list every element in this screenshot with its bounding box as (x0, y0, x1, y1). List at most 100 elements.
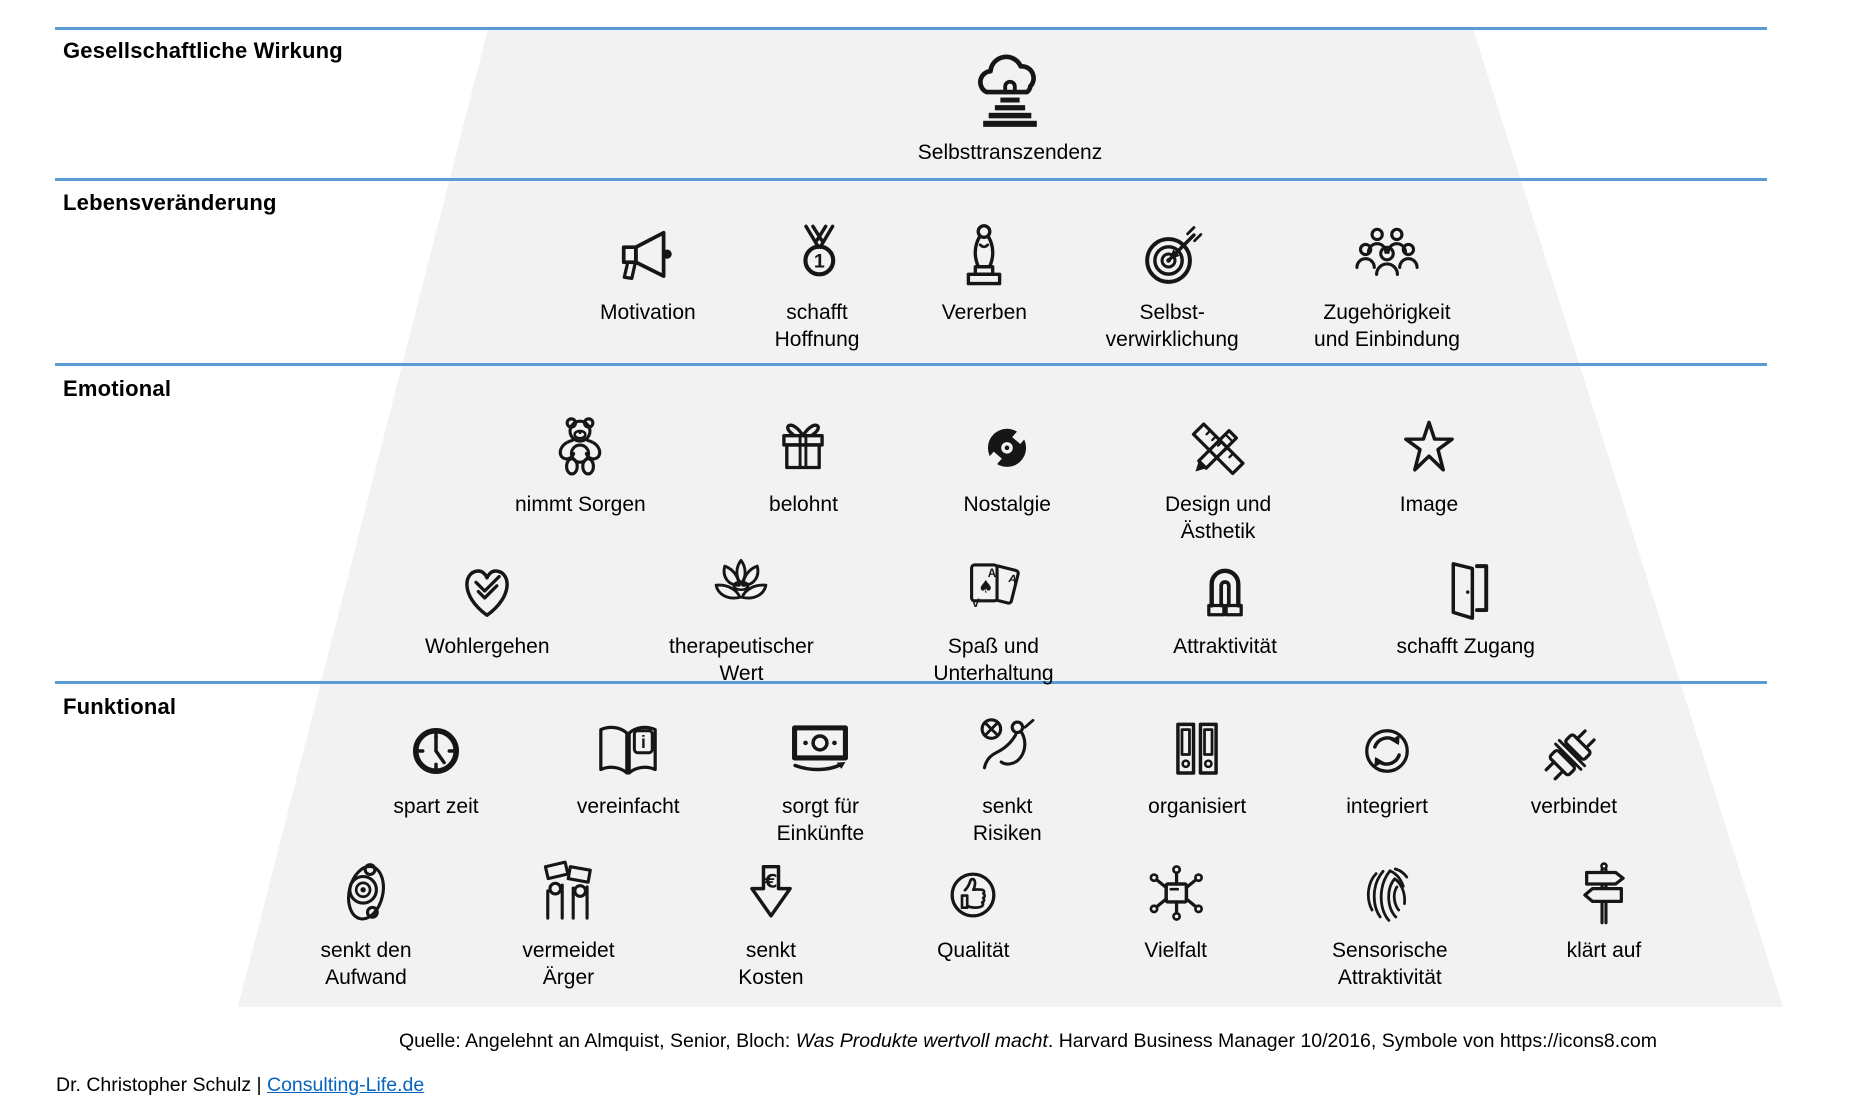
source-work-title: Was Produkte wertvoll macht (795, 1030, 1048, 1052)
icon-box (329, 844, 403, 932)
value-label: Nostalgie (963, 493, 1051, 516)
level-3-row-1: nimmt Sorgen belohnt Nostalgie Design und Ä… (515, 398, 1475, 546)
icon-box (734, 844, 808, 932)
value-label: Image (1399, 493, 1459, 516)
target-arrow-item: Selbst- verwirklichung (1106, 206, 1239, 354)
section-divider (55, 363, 1767, 366)
plug-icon (1537, 714, 1611, 788)
lotus-icon (704, 554, 778, 628)
signpost-item: klärt auf (1558, 844, 1650, 964)
book-info-icon (591, 714, 665, 788)
icon-box (1139, 844, 1213, 932)
network-hub-icon (1139, 858, 1213, 932)
icon-box (543, 398, 617, 486)
heart-check-item: Wohlergehen (425, 540, 550, 660)
icon-box (1135, 206, 1209, 294)
clock-icon (399, 714, 473, 788)
icon-box (591, 700, 665, 788)
teddy-bear-item: nimmt Sorgen (515, 398, 646, 518)
value-label: Vielfalt (1144, 939, 1207, 962)
binders-item: organisiert (1148, 700, 1246, 820)
lotus-item: therapeutischer Wert (669, 540, 814, 688)
cloud-stairs-icon (966, 46, 1054, 134)
value-label: senkt Risiken (972, 795, 1042, 846)
section-label-funktional: Funktional (63, 694, 177, 719)
value-label: Vererben (941, 301, 1027, 324)
playing-cards-icon (956, 554, 1030, 628)
icon-box (704, 540, 778, 628)
section-label-gesellschaftliche-wirkung: Gesellschaftliche Wirkung (63, 38, 343, 63)
source-line: Quelle: Angelehnt an Almquist, Senior, B… (180, 1030, 1876, 1053)
airbag-icon (970, 714, 1044, 788)
value-label: vereinfacht (576, 795, 680, 818)
value-label: Design und Ästhetik (1164, 493, 1272, 544)
value-label: therapeutischer Wert (669, 635, 814, 686)
icon-box (966, 46, 1054, 134)
medal-icon (780, 220, 854, 294)
value-label: Qualität (937, 939, 1010, 962)
book-info-item: vereinfacht (577, 700, 680, 820)
value-label: Wohlergehen (425, 635, 550, 658)
banknote-icon (783, 714, 857, 788)
euro-down-arrow-icon (734, 858, 808, 932)
thumbs-up-icon (936, 858, 1010, 932)
clock-item: spart zeit (390, 700, 482, 820)
icon-box (531, 844, 605, 932)
value-label: Sensorische Attraktivität (1332, 939, 1448, 990)
icon-box (1567, 844, 1641, 932)
teddy-bear-icon (543, 412, 617, 486)
ruler-pencil-item: Design und Ästhetik (1165, 398, 1271, 546)
footer-separator: | (256, 1074, 262, 1096)
statuette-icon (947, 220, 1021, 294)
footer: Dr. Christopher Schulz | Consulting-Life… (56, 1074, 424, 1097)
icon-box (783, 700, 857, 788)
star-item: Image (1383, 398, 1475, 518)
icon-box (1181, 398, 1255, 486)
vinyl-record-icon (970, 412, 1044, 486)
signpost-icon (1567, 858, 1641, 932)
airbag-item: senkt Risiken (961, 700, 1053, 848)
open-door-item: schafft Zugang (1396, 540, 1535, 660)
section-label-emotional: Emotional (63, 376, 172, 401)
value-label: organisiert (1148, 795, 1247, 818)
value-label: Spaß und Unterhaltung (933, 635, 1054, 686)
icon-box (956, 540, 1030, 628)
sync-item: integriert (1341, 700, 1433, 820)
thumbs-up-item: Qualität (927, 844, 1019, 964)
level-1-row: Selbsttranszendenz (850, 46, 1170, 166)
section-divider (55, 27, 1767, 30)
footer-author: Dr. Christopher Schulz (56, 1074, 252, 1096)
icon-box (936, 844, 1010, 932)
icon-box (1160, 700, 1234, 788)
icon-box (970, 398, 1044, 486)
source-prefix: Quelle: Angelehnt an Almquist, Senior, B… (398, 1030, 796, 1052)
icon-box (1537, 700, 1611, 788)
cloud-stairs-item: Selbsttranszendenz (918, 46, 1102, 166)
value-label: belohnt (769, 493, 838, 516)
icon-box (1188, 540, 1262, 628)
playing-cards-item: Spaß und Unterhaltung (933, 540, 1054, 688)
statuette-item: Vererben (938, 206, 1030, 326)
value-label: senkt Kosten (738, 939, 804, 990)
medal-item: schafft Hoffnung (771, 206, 863, 354)
icon-box (970, 700, 1044, 788)
icon-box (399, 700, 473, 788)
value-label: Motivation (600, 301, 696, 324)
value-label: Selbst- verwirklichung (1105, 301, 1239, 352)
people-group-icon (1350, 220, 1424, 294)
protest-icon (531, 858, 605, 932)
megaphone-item: Motivation (600, 206, 696, 326)
euro-down-arrow-item: senkt Kosten (725, 844, 817, 992)
consulting-life-link[interactable]: Consulting-Life.de (267, 1074, 425, 1096)
protest-item: vermeidet Ärger (522, 844, 615, 992)
value-label: senkt den Aufwand (320, 939, 412, 990)
source-suffix: . Harvard Business Manager 10/2016, Symb… (1047, 1030, 1658, 1052)
icon-box (1429, 540, 1503, 628)
value-label: Zugehörigkeit und Einbindung (1314, 301, 1460, 352)
magnet-icon (1188, 554, 1262, 628)
icon-box (1353, 844, 1427, 932)
target-arrow-icon (1135, 220, 1209, 294)
value-label: verbindet (1530, 795, 1618, 818)
